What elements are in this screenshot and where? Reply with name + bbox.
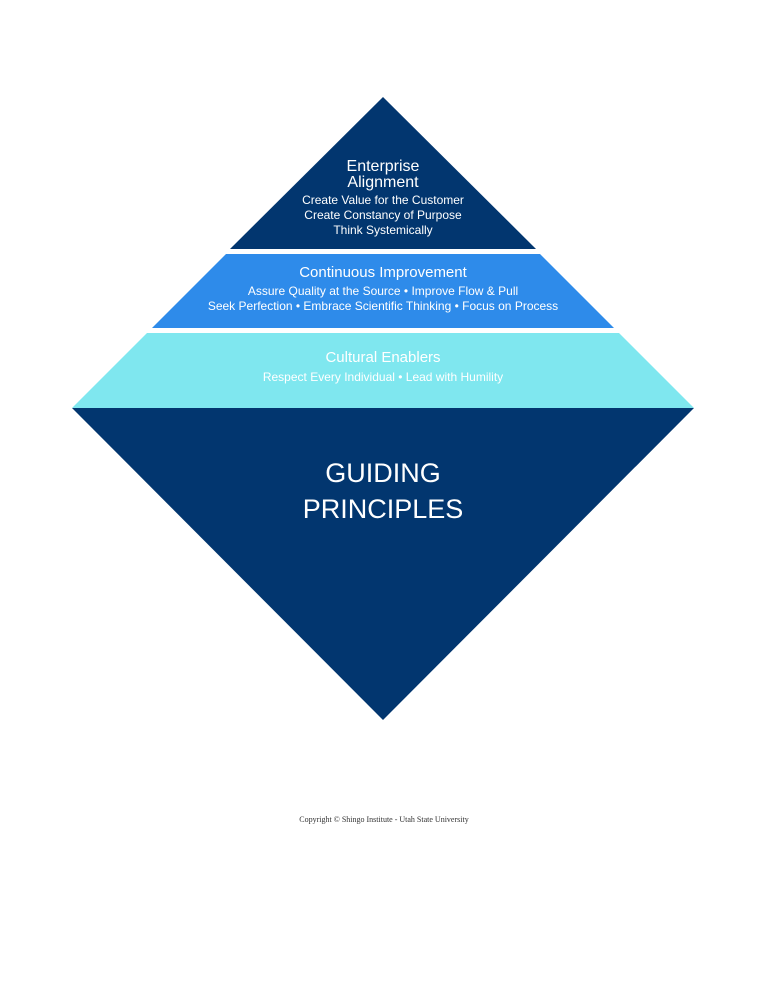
enterprise-alignment-line-1: Create Value for the Customer (302, 193, 464, 207)
copyright-notice: Copyright © Shingo Institute - Utah Stat… (299, 815, 469, 824)
guiding-principles-title-line-1: GUIDING (325, 458, 441, 488)
guiding-principles-base (72, 408, 694, 720)
enterprise-alignment-title-line-1: Enterprise (347, 158, 420, 175)
guiding-principles-title-line-2: PRINCIPLES (303, 494, 464, 524)
enterprise-alignment-tier (230, 97, 536, 249)
continuous-improvement-line-1: Assure Quality at the Source • Improve F… (248, 284, 518, 298)
enterprise-alignment-title-line-2: Alignment (347, 174, 419, 191)
enterprise-alignment-line-3: Think Systemically (333, 223, 432, 237)
continuous-improvement-title: Continuous Improvement (299, 264, 467, 281)
continuous-improvement-tier (152, 254, 614, 328)
cultural-enablers-title: Cultural Enablers (325, 349, 440, 366)
continuous-improvement-line-2: Seek Perfection • Embrace Scientific Thi… (208, 299, 558, 313)
enterprise-alignment-line-2: Create Constancy of Purpose (304, 208, 462, 222)
cultural-enablers-line-1: Respect Every Individual • Lead with Hum… (263, 370, 503, 384)
cultural-enablers-tier (72, 333, 694, 408)
